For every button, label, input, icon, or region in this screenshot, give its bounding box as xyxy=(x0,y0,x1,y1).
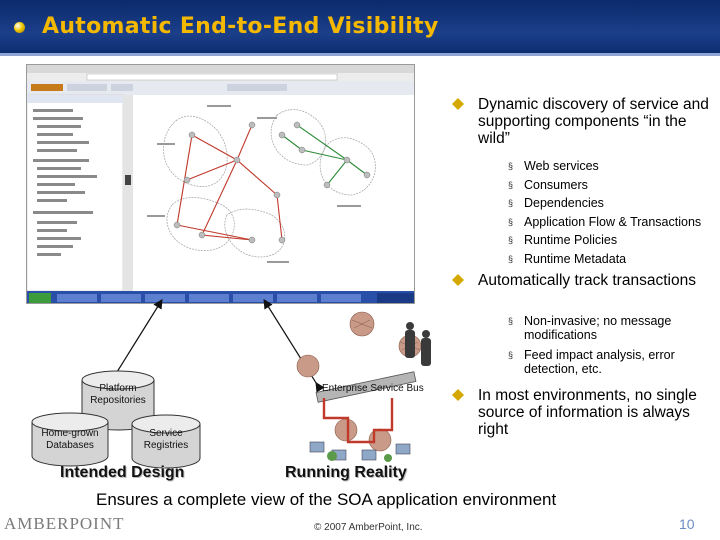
small-square-icon: § xyxy=(508,217,514,227)
bullet-dynamic-discovery: Dynamic discovery of service and support… xyxy=(452,96,714,147)
small-square-icon: § xyxy=(508,316,514,326)
copyright-text: © 2007 AmberPoint, Inc. xyxy=(314,522,423,533)
intended-design-label: Intended Design xyxy=(60,464,185,481)
diamond-icon xyxy=(452,98,464,110)
platform-repositories-label: Platform Repositories xyxy=(90,383,146,406)
sub-bullet: §Runtime Metadata xyxy=(508,252,627,266)
bullet-text: Automatically track transactions xyxy=(478,272,696,289)
small-square-icon: § xyxy=(508,350,514,360)
sub-bullet: §Non-invasive; no message modifications xyxy=(508,314,672,342)
small-square-icon: § xyxy=(508,235,514,245)
bullet-text: Dynamic discovery of service and support… xyxy=(478,96,709,147)
small-square-icon: § xyxy=(508,161,514,171)
discovery-tool-graphic xyxy=(27,65,414,303)
bullet-track-transactions: Automatically track transactions xyxy=(452,272,714,289)
enterprise-service-bus-label: Enterprise Service Bus xyxy=(322,383,424,394)
page-number: 10 xyxy=(679,516,695,532)
home-grown-databases-cylinder xyxy=(31,412,109,467)
amberpoint-logo: AMBERPOINT xyxy=(4,514,125,533)
sub-bullet: §Web services xyxy=(508,159,599,173)
home-grown-databases-label: Home-grown Databases xyxy=(41,428,99,451)
sub-bullet: §Consumers xyxy=(508,178,588,192)
discovery-tool-screenshot xyxy=(26,64,415,304)
small-square-icon: § xyxy=(508,198,514,208)
diamond-icon xyxy=(452,389,464,401)
title-underline xyxy=(0,53,720,56)
arrow-to-intended-design xyxy=(105,298,163,387)
small-square-icon: § xyxy=(508,254,514,264)
title-bullet-icon xyxy=(14,22,25,33)
diamond-icon xyxy=(452,274,464,286)
bullet-text: In most environments, no single source o… xyxy=(478,387,697,438)
title-bar: Automatic End-to-End Visibility xyxy=(0,0,720,56)
sub-bullet: §Application Flow & Transactions xyxy=(508,215,702,229)
running-reality-network-graphic xyxy=(296,311,431,462)
sub-bullet: §Runtime Policies xyxy=(508,233,618,247)
slide-tagline: Ensures a complete view of the SOA appli… xyxy=(96,490,557,509)
sub-bullet: §Feed impact analysis, error detection, … xyxy=(508,348,675,376)
bullet-no-single-source: In most environments, no single source o… xyxy=(452,387,714,438)
service-registries-cylinder xyxy=(131,414,201,469)
slide-title: Automatic End-to-End Visibility xyxy=(42,14,439,39)
service-registries-label: Service Registries xyxy=(143,428,189,451)
sub-bullet: §Dependencies xyxy=(508,196,604,210)
small-square-icon: § xyxy=(508,180,514,190)
running-reality-label: Running Reality xyxy=(285,464,407,481)
